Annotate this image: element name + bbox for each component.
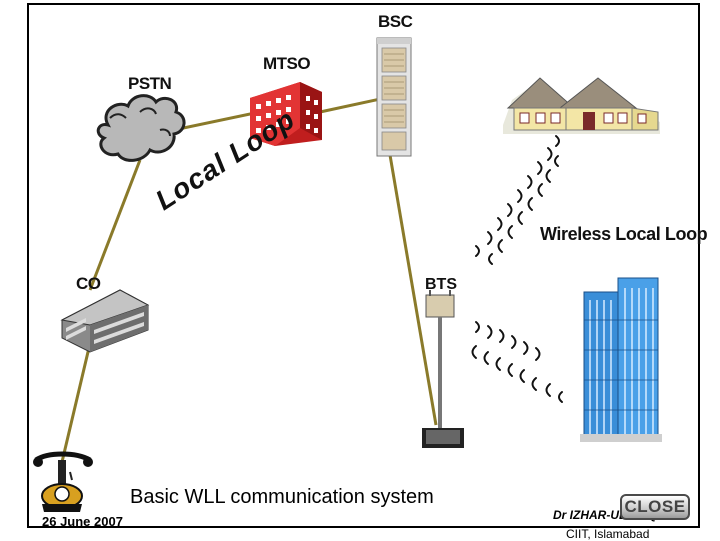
close-button[interactable]: CLOSE [620, 494, 690, 520]
radio-waves-icon [471, 135, 563, 403]
link-co-phone [60, 334, 94, 463]
co-building-icon [60, 289, 150, 353]
link-mtso-bsc [319, 96, 386, 114]
house-icon [503, 77, 660, 134]
diagram-caption: Basic WLL communication system [130, 486, 434, 508]
link-bsc-bts [388, 154, 438, 426]
bsc-label: BSC [378, 12, 413, 31]
wireless-local-loop-label: Wireless Local Loop [540, 224, 708, 244]
footer-date: 26 June 2007 [42, 514, 123, 529]
mtso-label: MTSO [263, 54, 311, 73]
bts-tower-icon [422, 290, 464, 448]
co-label: CO [76, 274, 101, 293]
telephone-icon [33, 451, 93, 512]
link-pstn-co [88, 159, 142, 291]
pstn-cloud-icon [96, 94, 186, 162]
office-towers-icon [580, 277, 662, 442]
bts-label: BTS [425, 276, 457, 293]
bsc-cabinet-icon [376, 37, 412, 157]
pstn-label: PSTN [128, 74, 172, 93]
mtso-building-icon [250, 82, 322, 146]
slide-frame [27, 3, 700, 528]
footer-org: CIIT, Islamabad [566, 527, 650, 541]
